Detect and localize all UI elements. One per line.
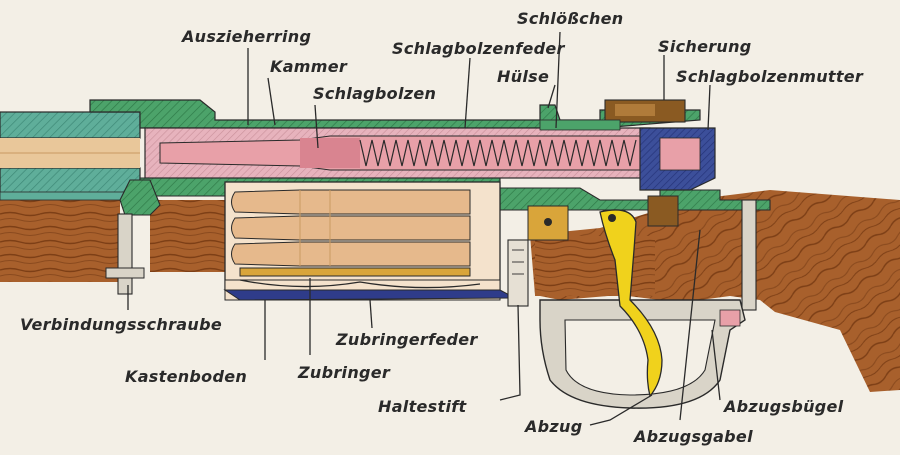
- label-huelse: Hülse: [497, 67, 549, 86]
- cartridges: [231, 189, 471, 267]
- front-screw: [105, 213, 145, 295]
- label-abzugsbuegel: Abzugsbügel: [722, 397, 844, 416]
- label-schlagbolzenfeder: Schlagbolzenfeder: [392, 39, 566, 58]
- bolt: [144, 127, 651, 179]
- leader-lines: [127, 31, 721, 426]
- hold-pin: [507, 239, 529, 307]
- label-schloesschen: Schlößchen: [517, 9, 624, 28]
- labels: Auszieherring Kammer Schlagbolzen Schlag…: [20, 9, 864, 446]
- magazine: [223, 181, 516, 301]
- safety: [604, 99, 686, 123]
- bolt-sleeve: [539, 119, 621, 131]
- label-kastenboden: Kastenboden: [125, 367, 247, 386]
- label-schlagbolzenmutter: Schlagbolzenmutter: [676, 67, 864, 86]
- rear-screw: [741, 199, 757, 311]
- trigger-mechanism: [527, 195, 679, 241]
- barrel: [0, 111, 141, 201]
- label-abzugsgabel: Abzugsgabel: [632, 427, 753, 446]
- firing-pin-spring: [359, 139, 637, 167]
- label-verbindungsschraube: Verbindungsschraube: [20, 315, 222, 334]
- label-haltestift: Haltestift: [378, 397, 467, 416]
- stock-forend: [0, 192, 230, 282]
- label-abzug: Abzug: [523, 417, 583, 436]
- label-schlagbolzen: Schlagbolzen: [313, 84, 436, 103]
- trigger-guard: [539, 299, 746, 409]
- label-zubringer: Zubringer: [297, 363, 391, 382]
- cocking-piece: [639, 127, 716, 191]
- label-kammer: Kammer: [270, 57, 348, 76]
- label-zubringerfeder: Zubringerfeder: [335, 330, 478, 349]
- label-auszieherring: Auszieherring: [180, 27, 311, 46]
- label-sicherung: Sicherung: [658, 37, 752, 56]
